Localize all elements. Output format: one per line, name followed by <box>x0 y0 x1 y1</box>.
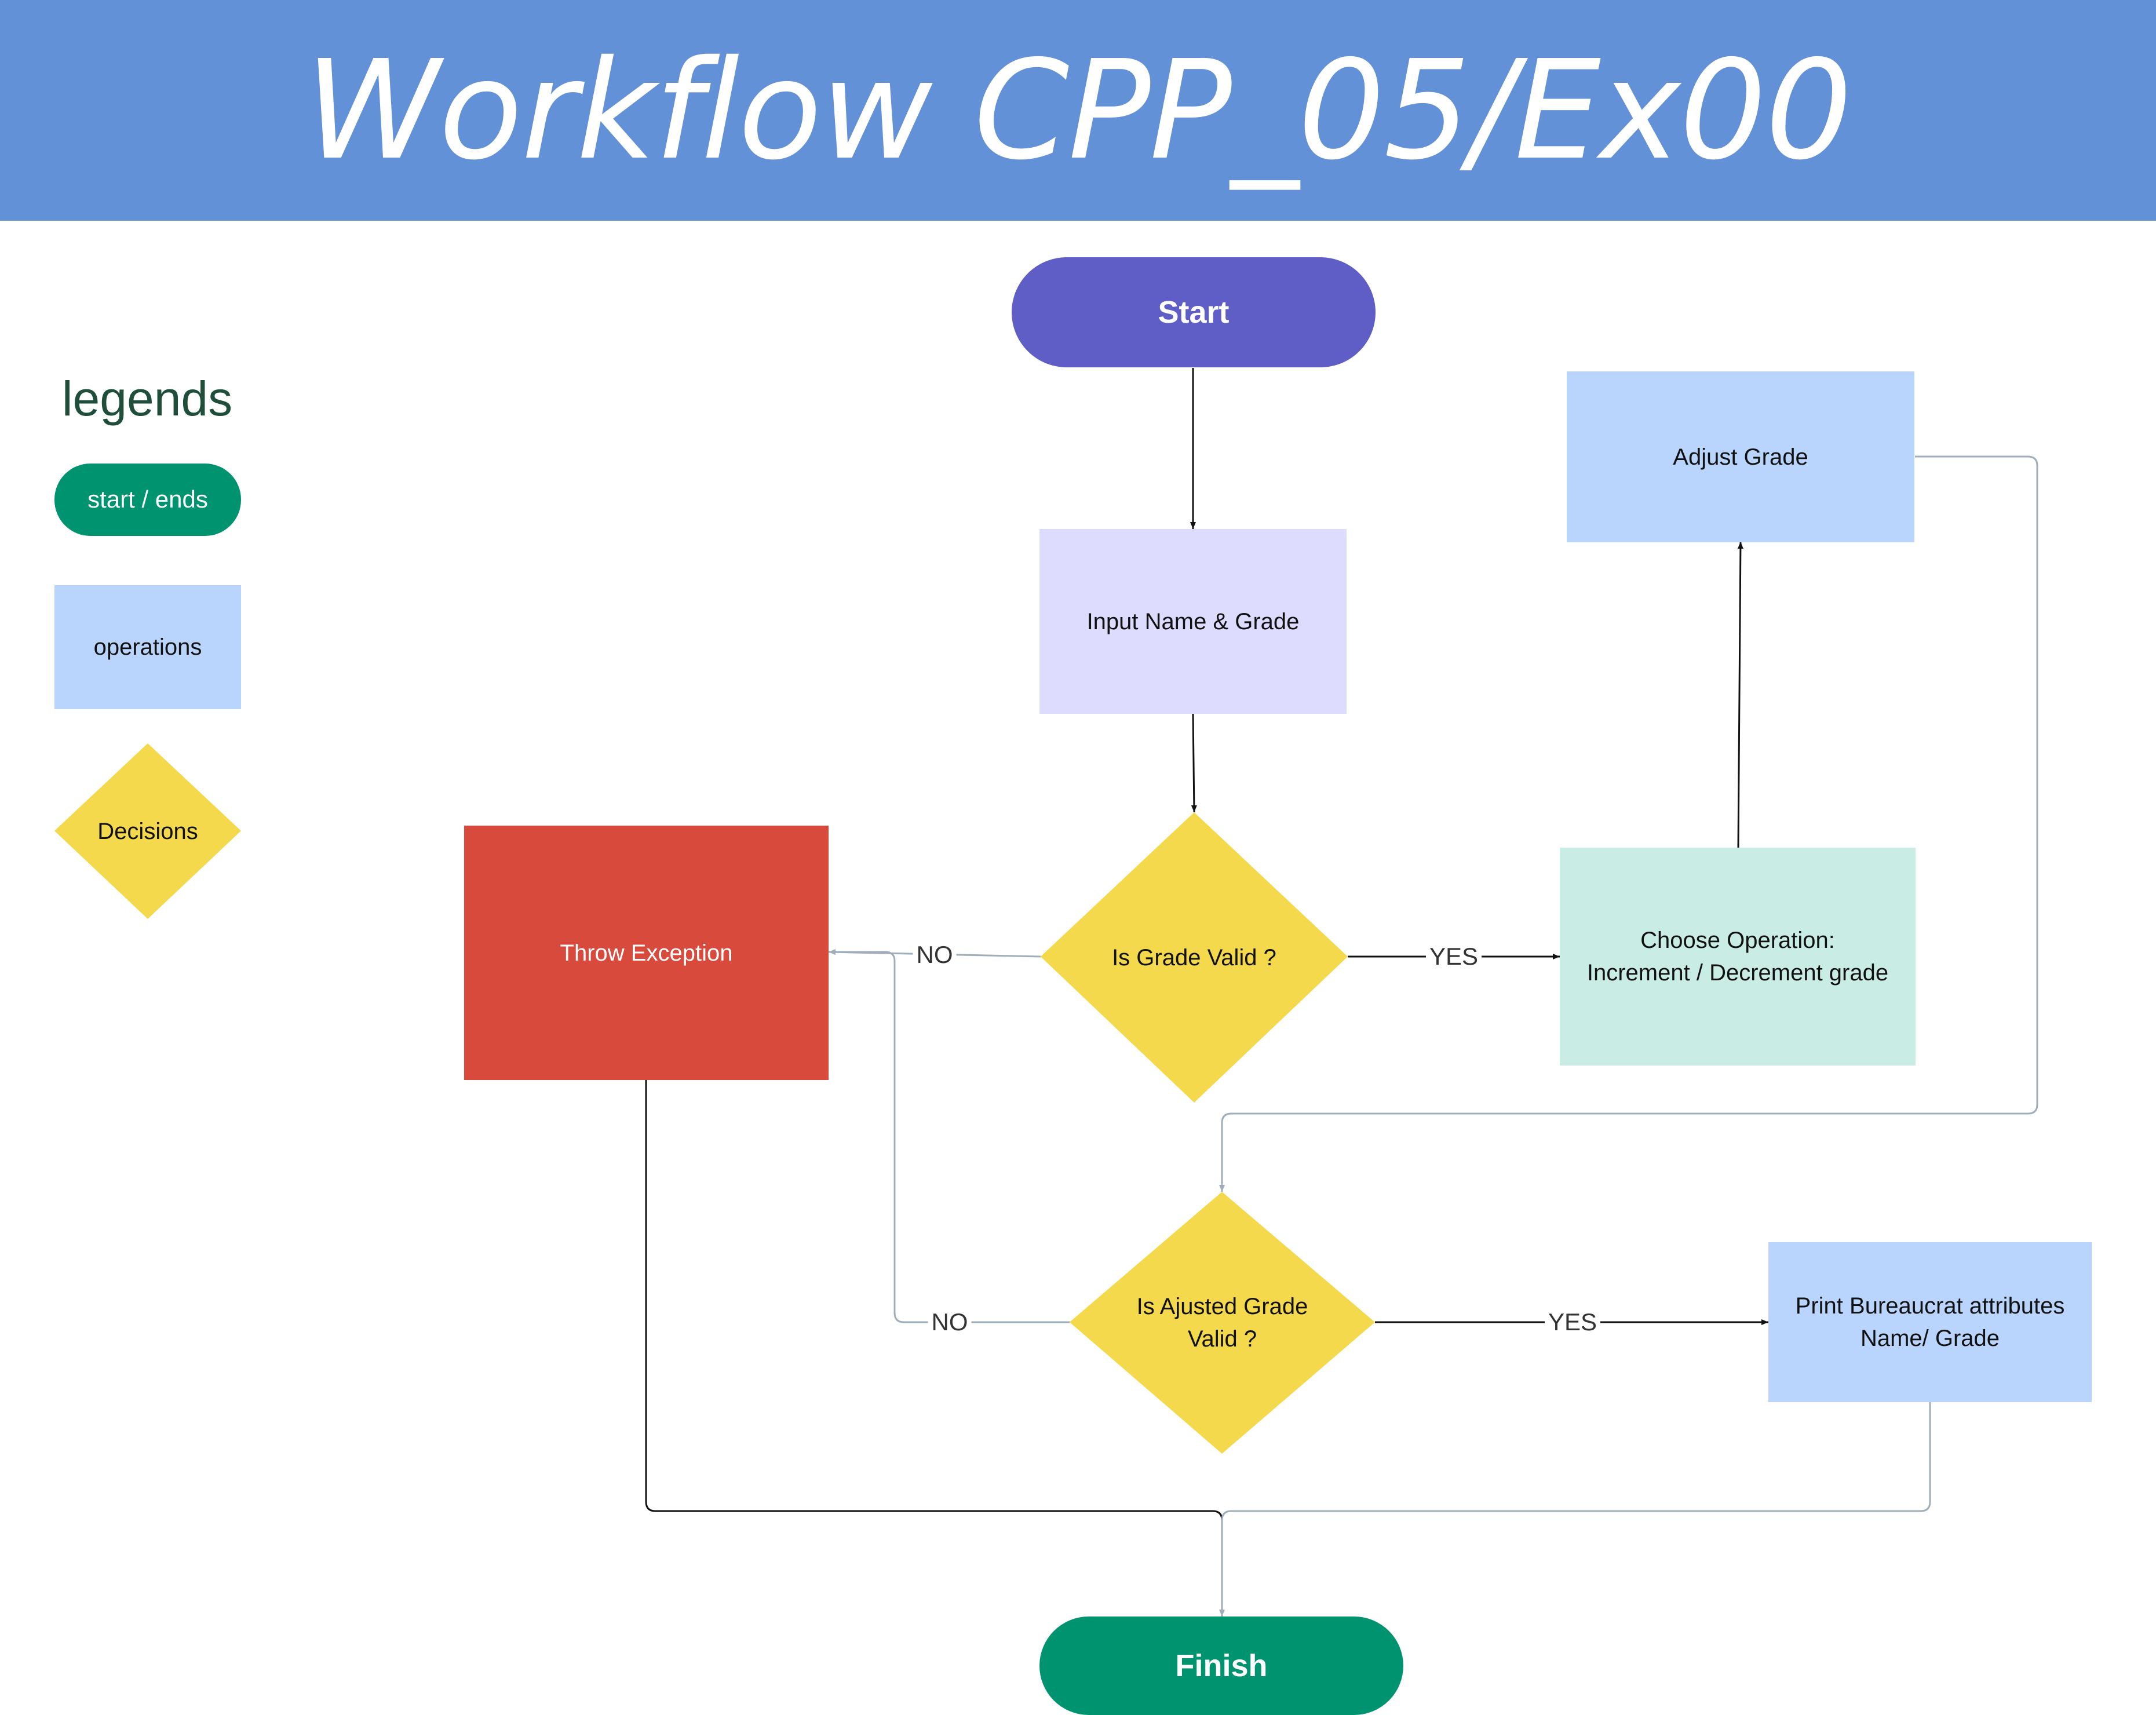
legend-operations-label: operations <box>93 634 202 660</box>
decision-adjusted-valid-line2: Valid ? <box>1187 1326 1257 1352</box>
start-node: Start <box>1012 257 1376 367</box>
decision-adjusted-valid-shape <box>1070 1192 1375 1454</box>
decision-adjusted-valid-label: Is Ajusted Grade Valid ? <box>1070 1192 1375 1454</box>
decision-grade-valid-shape <box>1041 812 1348 1103</box>
print-line1: Print Bureaucrat attributes <box>1795 1293 2065 1319</box>
input-node: Input Name & Grade <box>1039 529 1347 714</box>
legend-decisions-label: Decisions <box>97 818 198 844</box>
adjust-grade-label: Adjust Grade <box>1673 444 1808 470</box>
throw-exception-node: Throw Exception <box>464 826 829 1080</box>
legend-operations: operations <box>54 585 241 709</box>
decision-adjusted-valid-line1: Is Ajusted Grade <box>1136 1294 1308 1319</box>
print-line2: Name/ Grade <box>1860 1326 2000 1351</box>
start-label: Start <box>1158 295 1230 330</box>
edge-label-yes-2: YES <box>1544 1310 1601 1334</box>
decision-grade-valid-label: Is Grade Valid ? <box>1112 944 1276 970</box>
input-label: Input Name & Grade <box>1086 608 1300 634</box>
edge-label-no-1: NO <box>913 943 957 967</box>
finish-node: Finish <box>1039 1617 1403 1715</box>
throw-exception-label: Throw Exception <box>560 940 733 966</box>
legend-title: legends <box>61 371 233 426</box>
edge-adjusted-no <box>829 949 1070 1323</box>
header-bar <box>0 0 2156 221</box>
adjust-grade-node: Adjust Grade <box>1567 371 1914 542</box>
legend-start-end: start / ends <box>54 464 241 536</box>
finish-label: Finish <box>1175 1648 1268 1683</box>
legend-start-end-label: start / ends <box>87 486 208 513</box>
choose-operation-line1: Choose Operation: <box>1640 928 1835 953</box>
edge-throw-to-finish <box>645 1080 1223 1521</box>
edge-print-to-finish <box>1219 1402 1931 1617</box>
edge-adjust-to-adjusted-decision <box>1219 455 2038 1192</box>
choose-operation-line2: Increment / Decrement grade <box>1586 960 1889 986</box>
choose-operation-node: Choose Operation: Increment / Decrement … <box>1560 848 1916 1066</box>
edge-label-no-2: NO <box>928 1310 972 1334</box>
edge-label-yes-1: YES <box>1425 944 1482 969</box>
page-title: Workflow CPP_05/Ex00 <box>305 31 1852 190</box>
edge-input-to-decision <box>1191 713 1197 813</box>
legend-decision-shape <box>54 743 241 919</box>
print-node: Print Bureaucrat attributes Name/ Grade <box>1768 1242 2092 1402</box>
edge-choose-to-adjust <box>1737 541 1743 848</box>
